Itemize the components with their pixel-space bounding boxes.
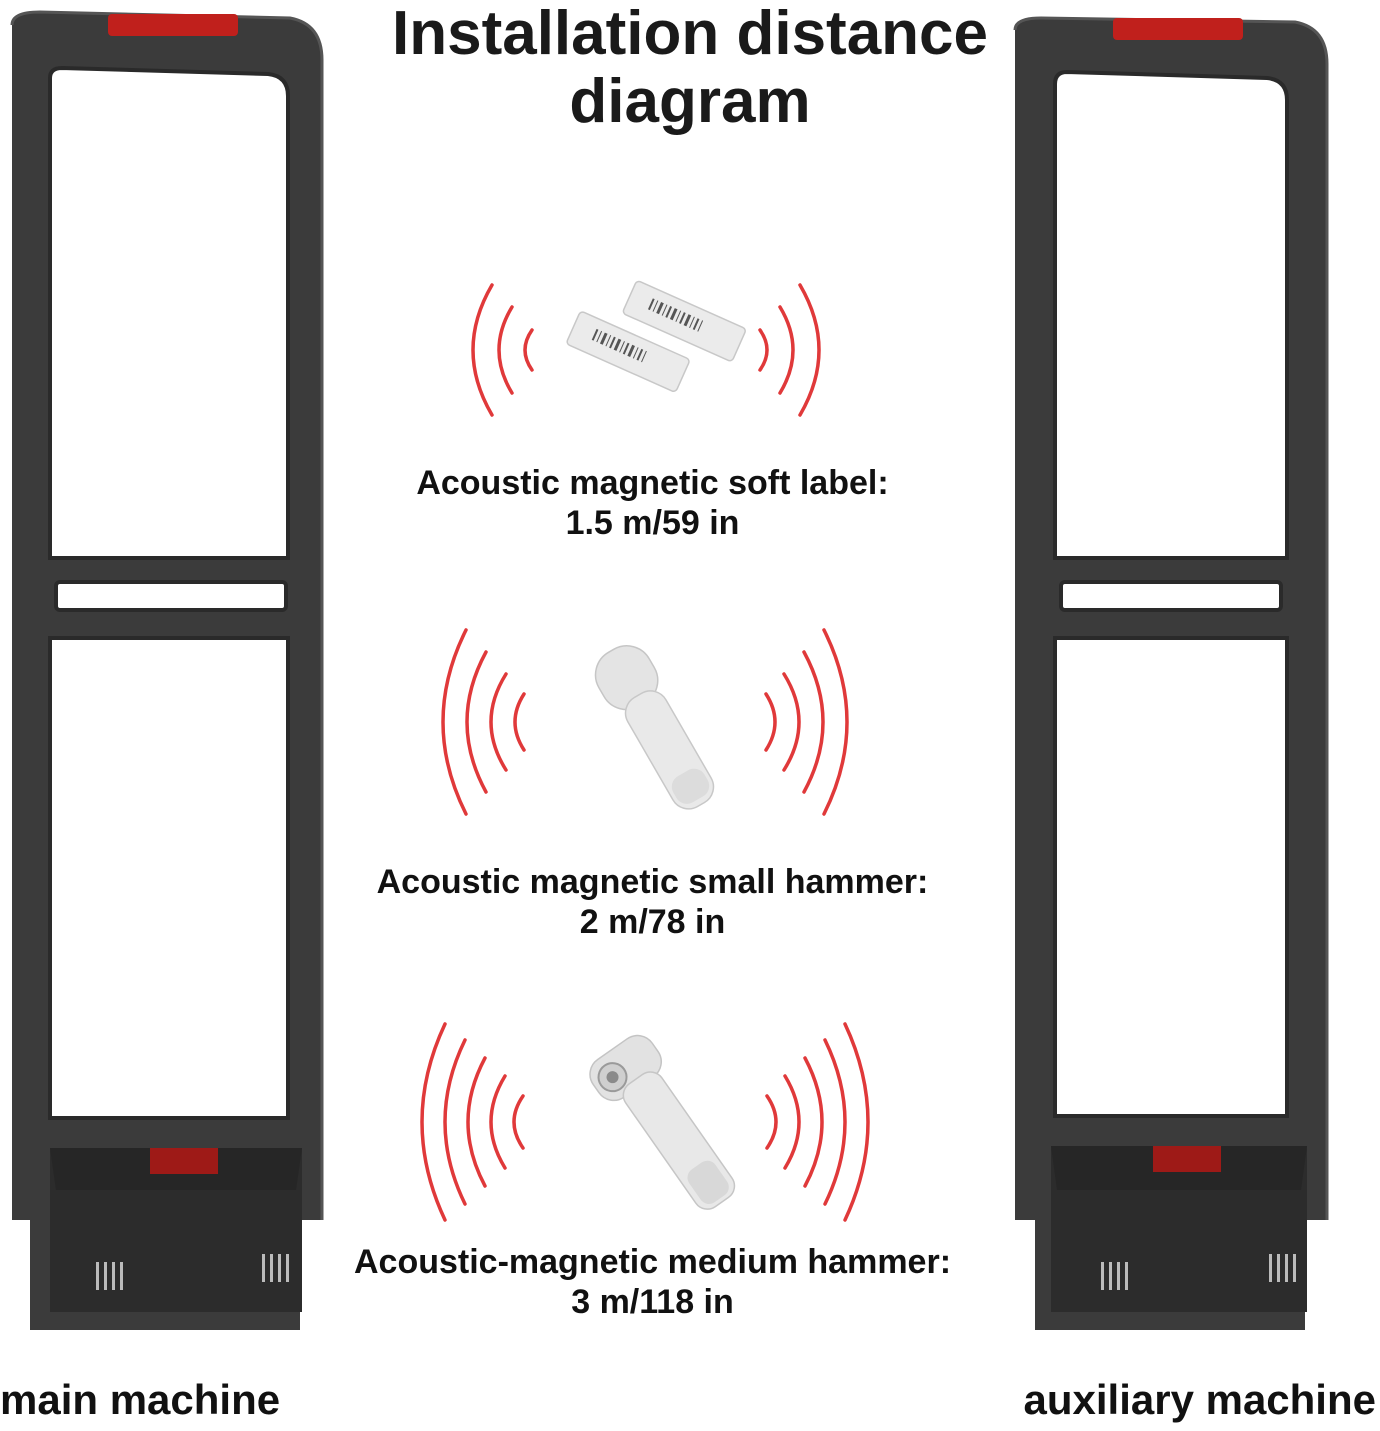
medium-hammer-tag-icon [589, 1034, 736, 1210]
soft-label-distance: 1.5 m/59 in [565, 504, 740, 542]
medium-hammer-caption: Acoustic-magnetic medium hammer: 3 m/118… [290, 1242, 1015, 1322]
soft-label-waves-left [471, 283, 534, 417]
small-hammer-distance: 2 m/78 in [579, 903, 726, 941]
soft-label-tag-icon [566, 280, 746, 392]
main-machine-label: main machine [0, 1376, 281, 1423]
main-machine-gate [10, 10, 324, 1330]
small-hammer-tag-icon [594, 645, 715, 810]
top-indicator-light [1113, 18, 1243, 40]
soft-label-waves-right [758, 283, 821, 417]
small-hammer-waves-left [441, 628, 526, 816]
base-indicator-light [1153, 1146, 1221, 1172]
small-hammer-name: Acoustic magnetic small hammer: [376, 863, 929, 901]
medium-hammer-distance: 3 m/118 in [571, 1283, 734, 1321]
medium-hammer-name: Acoustic-magnetic medium hammer: [353, 1243, 952, 1281]
title-line-1: Installation distance [391, 0, 989, 68]
title-line-2: diagram [569, 67, 811, 136]
soft-label-name: Acoustic magnetic soft label: [416, 464, 889, 502]
small-hammer-caption: Acoustic magnetic small hammer: 2 m/78 i… [300, 862, 1005, 942]
base-indicator-light [150, 1148, 218, 1174]
medium-hammer-waves-left [420, 1022, 525, 1222]
top-indicator-light [108, 14, 238, 36]
auxiliary-machine-gate [1013, 16, 1329, 1330]
medium-hammer-waves-right [765, 1022, 870, 1222]
small-hammer-waves-right [764, 628, 849, 816]
soft-label-caption: Acoustic magnetic soft label: 1.5 m/59 i… [340, 463, 965, 543]
auxiliary-machine-label: auxiliary machine [1023, 1376, 1376, 1423]
page-title: Installation distance diagram [300, 0, 1080, 136]
